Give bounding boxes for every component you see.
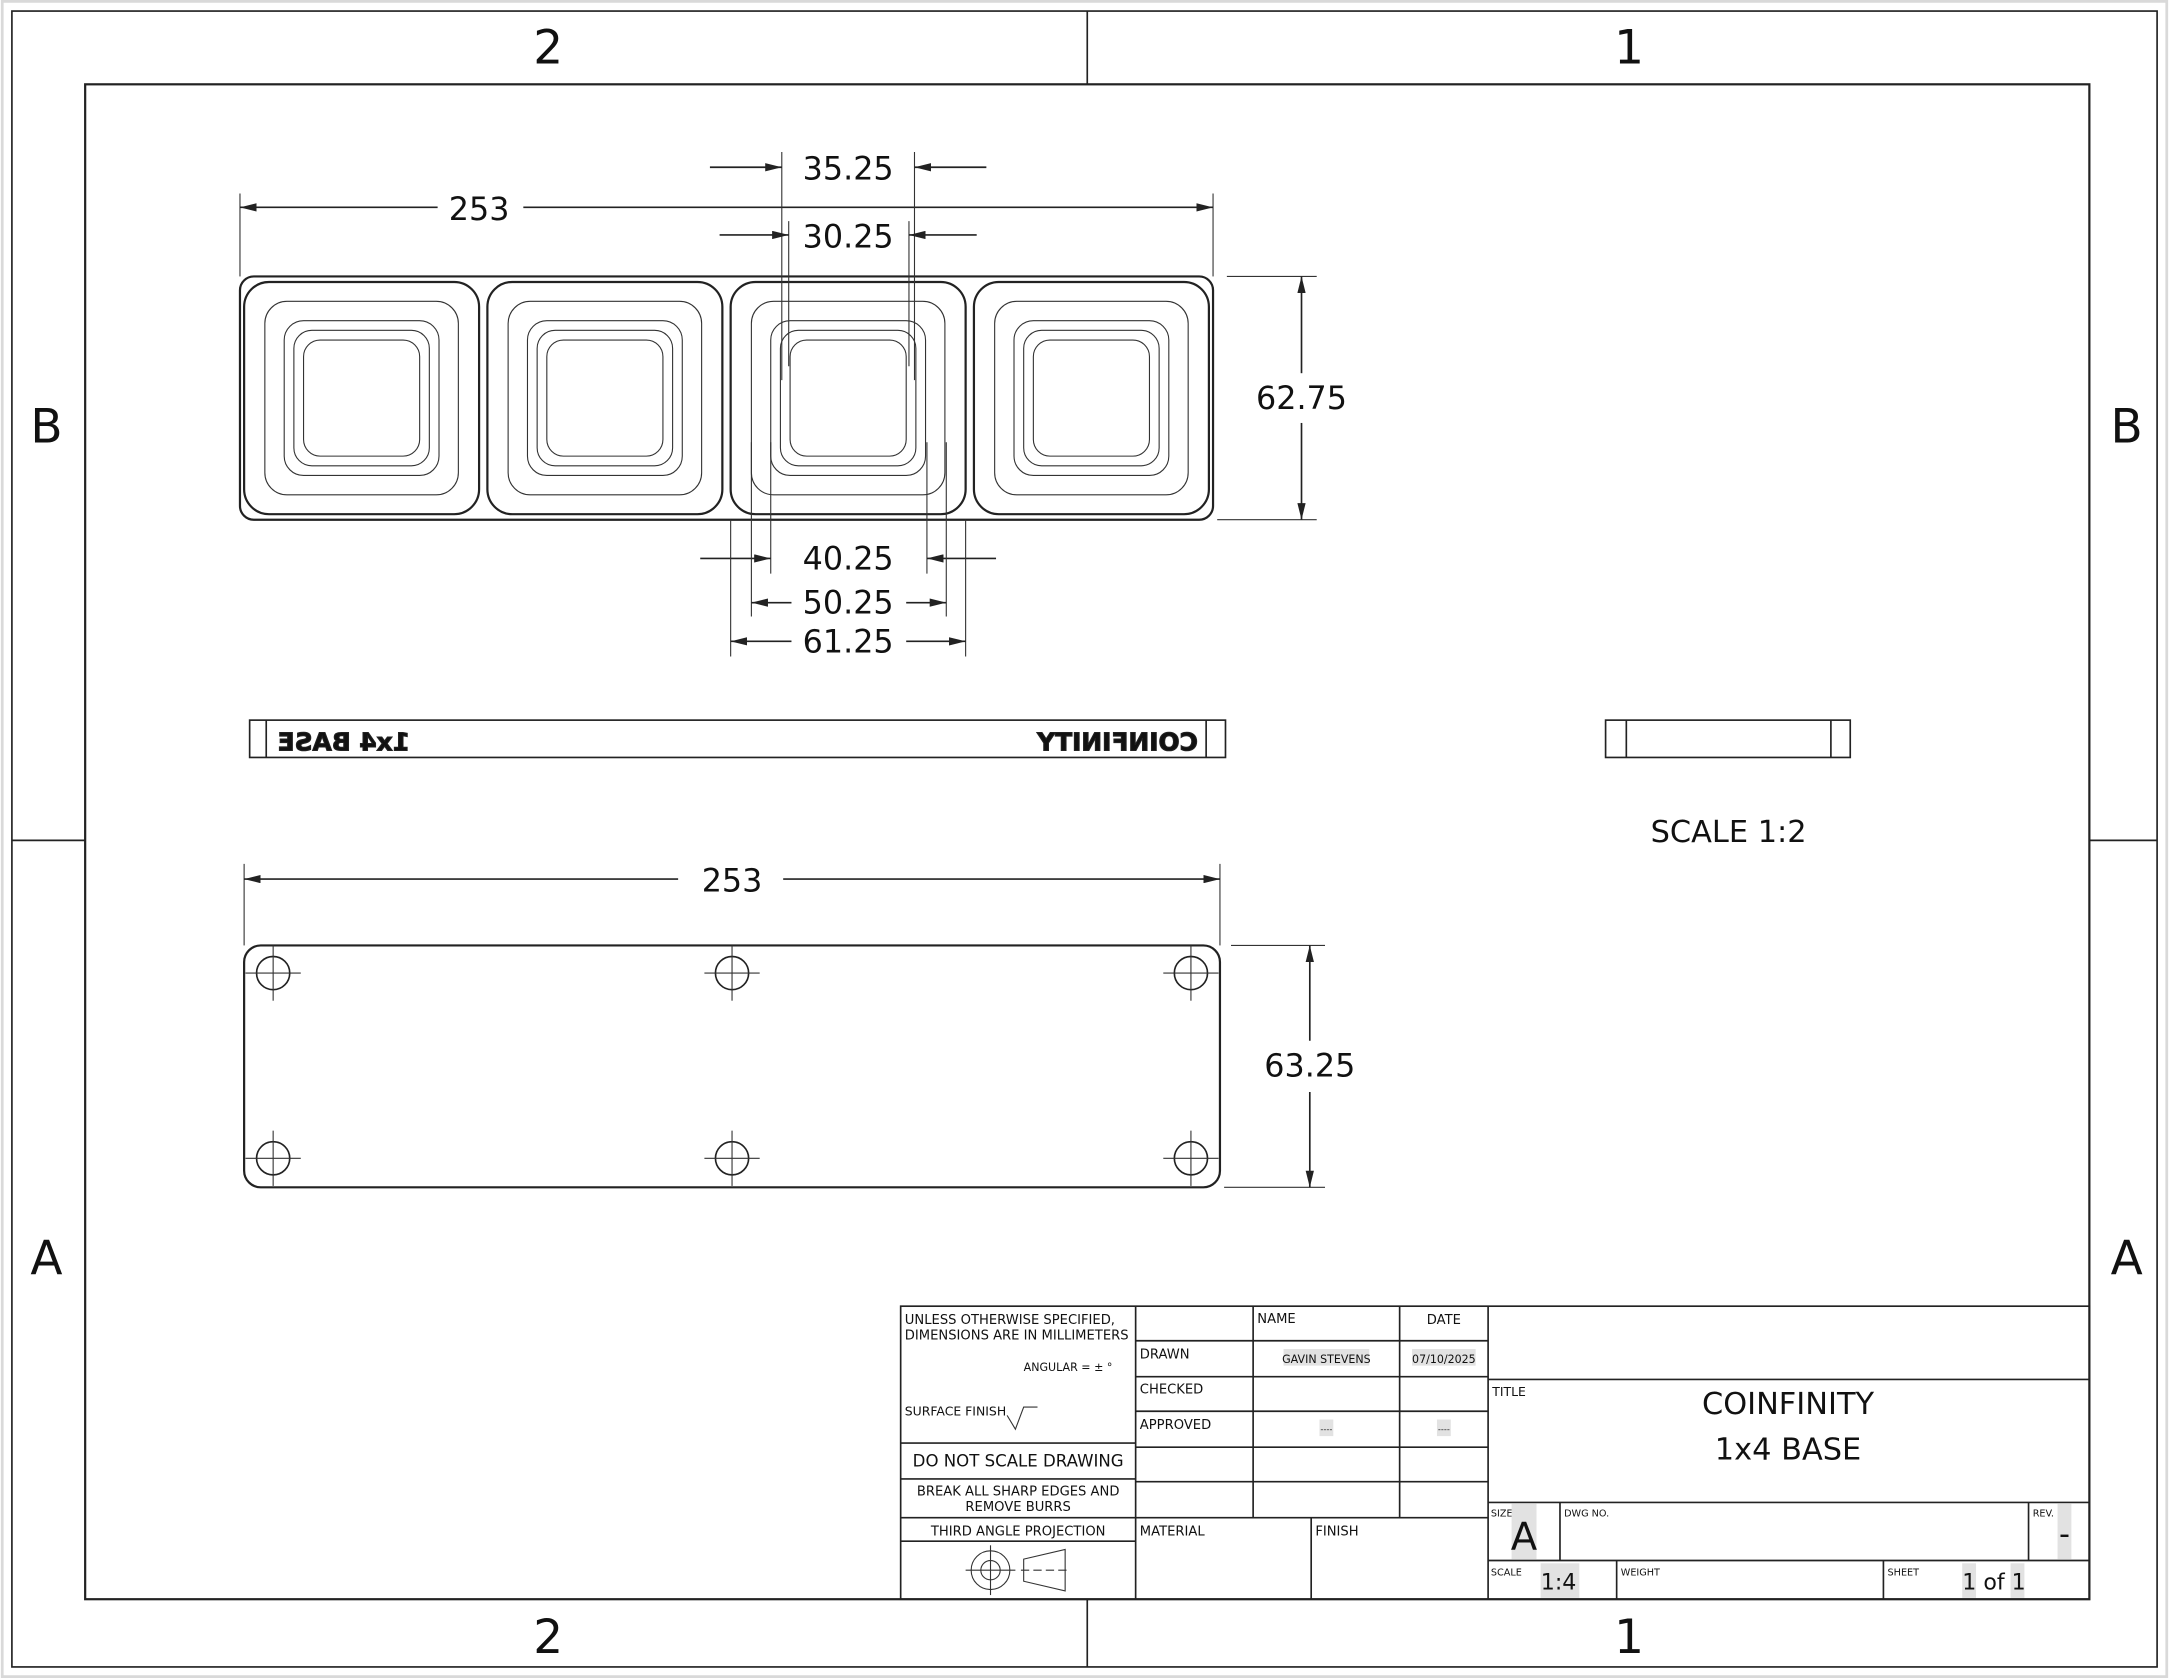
zone-label: B bbox=[2111, 399, 2143, 454]
pocket-contour bbox=[779, 329, 917, 467]
row-label-checked: CHECKED bbox=[1140, 1382, 1204, 1397]
pocket-contour bbox=[1013, 320, 1170, 477]
pocket-contour bbox=[302, 339, 421, 457]
zone-label: B bbox=[30, 399, 62, 454]
pocket-contour bbox=[526, 320, 683, 477]
pocket-contour bbox=[283, 320, 440, 477]
pocket bbox=[972, 280, 1211, 516]
rev-label: REV. bbox=[2033, 1508, 2054, 1519]
title-label: TITLE bbox=[1491, 1384, 1526, 1399]
end-view-scale-label: SCALE 1:2 bbox=[1651, 815, 1807, 850]
pocket bbox=[486, 280, 724, 516]
pocket-contour bbox=[1032, 339, 1151, 457]
dimension-pocket-outer: 35.25 bbox=[803, 151, 894, 188]
surface-finish-symbol bbox=[1006, 1406, 1038, 1431]
zone-label: A bbox=[2111, 1231, 2143, 1286]
approved-date: ---- bbox=[1438, 1424, 1450, 1434]
pocket-contour bbox=[1023, 329, 1160, 467]
pocket-contour bbox=[264, 300, 459, 496]
pocket-contour bbox=[546, 339, 664, 457]
title-block: UNLESS OTHERWISE SPECIFIED, DIMENSIONS A… bbox=[899, 1305, 2091, 1601]
note-remove-burrs: REMOVE BURRS bbox=[965, 1500, 1070, 1515]
side-view: 1x4 BASE COINFINITY bbox=[248, 719, 1227, 759]
dimension-40: 40.25 bbox=[803, 540, 894, 577]
mounting-hole bbox=[704, 945, 760, 1001]
note-unless-specified: UNLESS OTHERWISE SPECIFIED, bbox=[905, 1313, 1115, 1328]
mounting-hole bbox=[704, 1130, 760, 1186]
engraving-brand-label: COINFINITY bbox=[1036, 728, 1198, 757]
drawn-date: 07/10/2025 bbox=[1412, 1353, 1476, 1366]
pocket-contour bbox=[486, 280, 724, 516]
scale-label: SCALE bbox=[1491, 1568, 1522, 1579]
dwg-no-label: DWG NO. bbox=[1564, 1508, 1609, 1519]
dimension-61: 61.25 bbox=[803, 623, 894, 660]
dimension-bottom-length: 253 bbox=[702, 863, 763, 900]
top-view: 253 35.25 30.25 62.75 40.25 50.25 bbox=[238, 151, 1347, 660]
material-label: MATERIAL bbox=[1140, 1525, 1206, 1540]
revision: - bbox=[2059, 1517, 2070, 1552]
end-view: SCALE 1:2 bbox=[1604, 719, 1852, 850]
pocket-contour bbox=[536, 329, 674, 467]
pocket-contour bbox=[972, 280, 1211, 516]
pocket-contour bbox=[750, 300, 946, 496]
third-angle-projection-icon bbox=[965, 1545, 1068, 1596]
mounting-hole bbox=[245, 1130, 301, 1186]
mounting-hole bbox=[245, 945, 301, 1001]
engraving-base-label: 1x4 BASE bbox=[278, 728, 410, 757]
pocket bbox=[243, 280, 481, 516]
zone-label: 2 bbox=[533, 1610, 563, 1665]
pocket-contour bbox=[729, 280, 967, 516]
bottom-view: 253 63.25 bbox=[243, 863, 1355, 1189]
weight-label: WEIGHT bbox=[1621, 1568, 1660, 1579]
sheet-size: A bbox=[1511, 1514, 1538, 1559]
note-units: DIMENSIONS ARE IN MILLIMETERS bbox=[905, 1328, 1129, 1343]
zone-label: 1 bbox=[1614, 1610, 1644, 1665]
pocket-contour bbox=[994, 300, 1189, 496]
finish-label: FINISH bbox=[1315, 1525, 1358, 1540]
approved-name: ---- bbox=[1320, 1424, 1332, 1434]
drawing-title-line1: COINFINITY bbox=[1702, 1387, 1875, 1422]
drawing-scale: 1:4 bbox=[1541, 1570, 1577, 1596]
header-date: DATE bbox=[1427, 1313, 1461, 1328]
zone-label: 1 bbox=[1614, 21, 1644, 76]
dimension-overall-length: 253 bbox=[449, 191, 510, 228]
row-label-approved: APPROVED bbox=[1140, 1418, 1211, 1433]
zone-label: A bbox=[30, 1231, 62, 1286]
note-projection: THIRD ANGLE PROJECTION bbox=[930, 1525, 1106, 1540]
dimension-50: 50.25 bbox=[803, 585, 894, 622]
size-label: SIZE bbox=[1491, 1508, 1513, 1519]
dimension-height: 62.75 bbox=[1256, 380, 1347, 417]
dimension-pocket-inner: 30.25 bbox=[803, 218, 894, 255]
sheet-number: 1 of 1 bbox=[1962, 1570, 2026, 1596]
zone-label: 2 bbox=[533, 21, 563, 76]
row-label-drawn: DRAWN bbox=[1140, 1348, 1190, 1363]
pocket-contour bbox=[293, 329, 430, 467]
drawing-title-line2: 1x4 BASE bbox=[1715, 1433, 1861, 1468]
pockets bbox=[243, 280, 1211, 516]
drawn-by-name: GAVIN STEVENS bbox=[1282, 1353, 1371, 1366]
mounting-hole bbox=[1163, 1130, 1219, 1186]
header-name: NAME bbox=[1257, 1312, 1295, 1327]
note-angular: ANGULAR = ± ° bbox=[1024, 1361, 1113, 1374]
note-break-edges: BREAK ALL SHARP EDGES AND bbox=[917, 1485, 1120, 1500]
mounting-holes bbox=[245, 945, 1219, 1186]
dimension-bottom-height: 63.25 bbox=[1264, 1048, 1355, 1085]
pocket-contour bbox=[770, 320, 927, 477]
note-surface-finish: SURFACE FINISH bbox=[905, 1403, 1006, 1418]
pocket bbox=[729, 280, 967, 516]
pocket-contour bbox=[507, 300, 703, 496]
note-do-not-scale: DO NOT SCALE DRAWING bbox=[913, 1452, 1124, 1471]
mounting-hole bbox=[1163, 945, 1219, 1001]
pocket-contour bbox=[789, 339, 907, 457]
sheet-label: SHEET bbox=[1888, 1568, 1920, 1579]
pocket-contour bbox=[243, 280, 481, 516]
